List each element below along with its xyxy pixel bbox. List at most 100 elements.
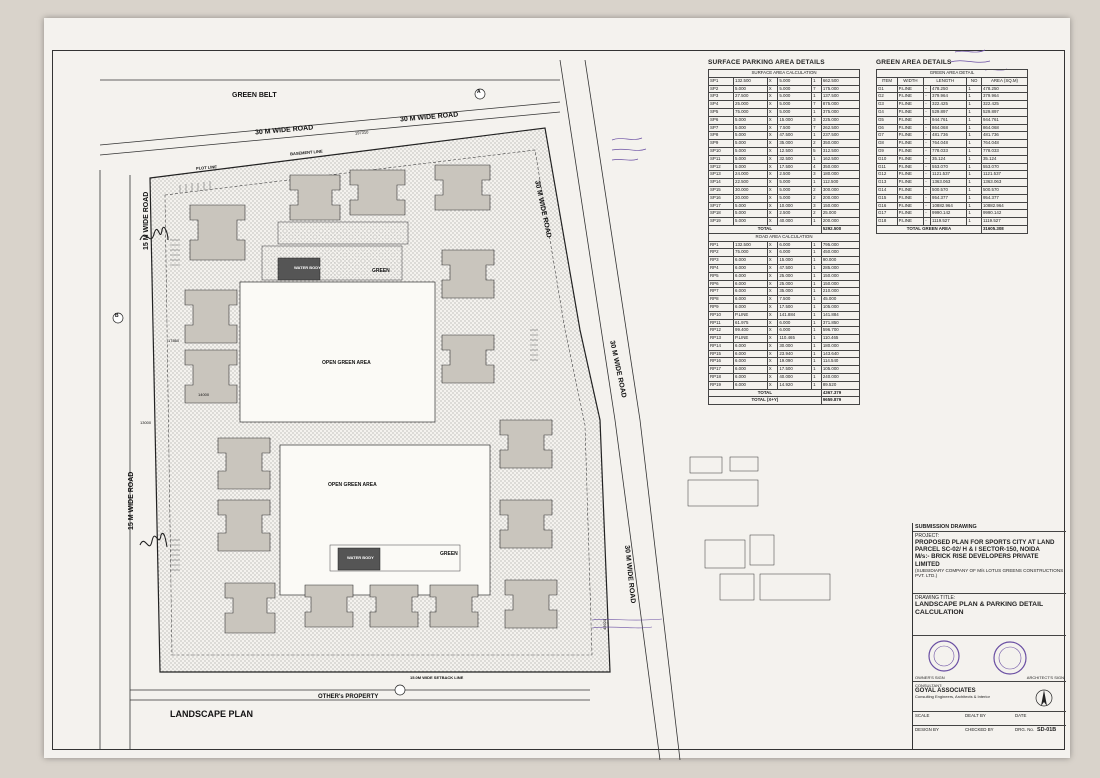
table-cell: 200.000: [820, 217, 861, 226]
table-cell: P.LINE: [896, 185, 925, 195]
table-cell: P.LINE: [896, 92, 925, 102]
table-cell: 312.500: [820, 146, 861, 156]
plan-title: LANDSCAPE PLAN: [170, 709, 254, 719]
table-cell: RP12: [708, 326, 734, 336]
table-cell: 1: [966, 201, 982, 211]
table-cell: SP19: [708, 217, 734, 226]
table-cell: 350.000: [820, 139, 861, 148]
table-cell: 1: [811, 131, 822, 141]
table-cell: 1: [966, 146, 982, 156]
table-cell: RP5: [708, 271, 734, 281]
setback-line-label: 15.0M WIDE SETBACK LINE: [410, 675, 464, 680]
table-cell: 15.000: [777, 115, 813, 125]
table-cell: 764.048: [980, 139, 1029, 148]
table-cell: G11: [876, 162, 898, 172]
table-cell: 5.000: [777, 178, 813, 187]
table-cell: 47.500: [777, 263, 813, 273]
table-cell: 322.425: [930, 100, 968, 109]
table-cell: 1: [811, 256, 822, 265]
table-cell: 1: [811, 341, 822, 351]
table-cell: 5.000: [733, 201, 768, 211]
table-cell: -: [923, 100, 932, 109]
table-cell: -: [923, 154, 932, 164]
owner-name: M/s:- BRICK RISE DEVELOPERS PRIVATE LIMI…: [915, 553, 1039, 568]
table-cell: 14.920: [777, 380, 813, 390]
total-value: 4367.379: [820, 388, 861, 398]
table-cell: 1: [811, 76, 822, 86]
table-cell: 262.500: [820, 123, 861, 133]
table-cell: 6.000: [777, 248, 813, 258]
table-cell: 1: [811, 349, 822, 359]
table-cell: X: [766, 248, 779, 258]
table-cell: 27.500: [733, 92, 768, 102]
table-cell: 6.000: [777, 240, 813, 250]
table-cell: 180.000: [820, 341, 861, 351]
table-cell: X: [766, 139, 779, 148]
table-cell: X: [766, 318, 779, 328]
table-cell: RP17: [708, 365, 734, 375]
table-header-cell: ITEM: [876, 76, 898, 86]
table-cell: 553.070: [980, 162, 1029, 172]
table-cell: 75.000: [733, 248, 768, 258]
table-cell: 1: [811, 357, 822, 367]
table-cell: 1: [811, 271, 822, 281]
table-cell: 30.000: [733, 185, 768, 195]
table-cell: SP12: [708, 162, 734, 172]
table-cell: 6.000: [733, 357, 768, 367]
table-cell: 764.048: [930, 139, 968, 148]
table-cell: G18: [876, 217, 898, 226]
table-cell: 864.068: [930, 123, 968, 133]
table-cell: 1: [966, 209, 982, 219]
table-cell: 35.124: [980, 154, 1029, 164]
table-cell: 1: [966, 100, 982, 109]
table-cell: 6.000: [733, 302, 768, 312]
table-cell: RP4: [708, 263, 734, 273]
table-cell: 5.000: [777, 107, 813, 117]
submission-label: SUBMISSION DRAWING: [913, 523, 1066, 532]
table-cell: 1: [966, 154, 982, 164]
table-cell: 110.465: [777, 334, 813, 343]
table-cell: 22.500: [733, 178, 768, 187]
table-cell: 2: [811, 209, 822, 219]
table-cell: 141.884: [777, 310, 813, 320]
table-cell: 5: [811, 146, 822, 156]
table-cell: SP17: [708, 201, 734, 211]
table-cell: G2: [876, 92, 898, 102]
open-green-area-label-1: OPEN GREEN AREA: [322, 360, 371, 366]
drg-no-label: DRG. No.: [1015, 727, 1035, 732]
table-cell: 285.000: [820, 263, 861, 273]
drawing-number: SD-01B: [1037, 727, 1057, 733]
table-cell: 75.000: [733, 107, 768, 117]
table-cell: SP8: [708, 131, 734, 141]
table-cell: 6.000: [733, 341, 768, 351]
table-cell: 6.000: [733, 365, 768, 375]
green-label-1: GREEN: [372, 268, 390, 274]
table-cell: 45.000: [820, 295, 861, 304]
table-cell: P.LINE: [896, 131, 925, 141]
table-cell: 1: [811, 380, 822, 390]
table-cell: 240.000: [820, 373, 861, 382]
table-cell: X: [766, 357, 779, 367]
table-cell: P.LINE: [896, 193, 925, 203]
table-cell: 1: [811, 178, 822, 187]
table-cell: RP14: [708, 341, 734, 351]
table-cell: SP5: [708, 107, 734, 117]
table-cell: 110.465: [820, 334, 861, 343]
table-cell: 1: [966, 131, 982, 141]
table-cell: 553.070: [930, 162, 968, 172]
table-cell: 6.000: [733, 349, 768, 359]
table-cell: 1: [811, 334, 822, 343]
table-cell: SP3: [708, 92, 734, 102]
